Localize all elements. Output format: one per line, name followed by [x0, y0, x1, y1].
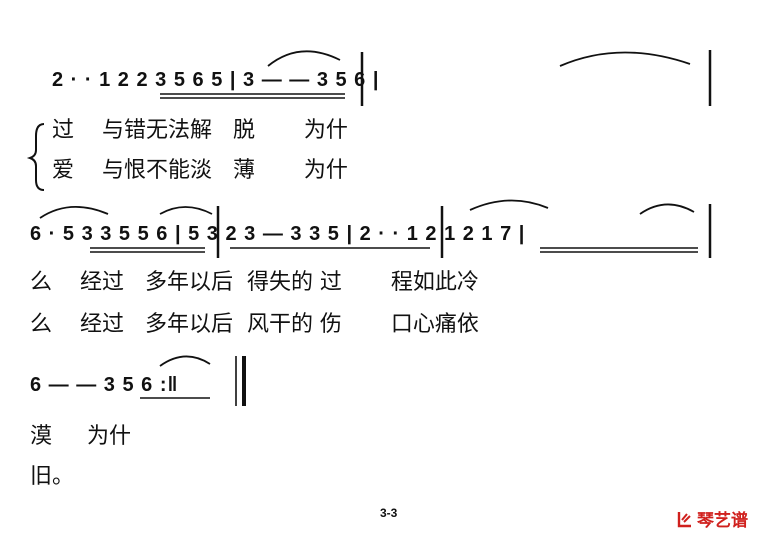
slur-3: [39, 205, 109, 219]
lyric-line-1b: 爱 与恨不能淡 薄 为什: [52, 158, 348, 183]
verse-brace: [26, 123, 45, 191]
notation-line-2: 6 · 5 3 3 5 5 6 | 5 3 2 3 — 3 3 5 | 2 · …: [30, 223, 526, 245]
brand-logo: 琴艺谱: [676, 506, 748, 531]
notation-line-3: 6 — — 3 5 6 :‖: [30, 374, 179, 396]
lyric-line-3a: 漠 为什: [30, 424, 131, 449]
lyric-line-2b: 么 经过 多年以后 风干的 伤 口心痛依: [30, 312, 479, 337]
page-number: 3-3: [380, 506, 398, 520]
lyric-line-2a: 么 经过 多年以后 得失的 过 程如此冷: [30, 270, 479, 295]
slur-2: [559, 51, 691, 67]
logo-icon: [677, 511, 691, 527]
slur-5: [469, 199, 549, 211]
beam-2: [90, 247, 205, 253]
beam-1: [160, 93, 345, 99]
lyric-line-1a: 过 与错无法解 脱 为什: [52, 118, 348, 143]
slur-4: [159, 206, 213, 215]
slur-6: [639, 203, 695, 215]
lyric-line-3b: 旧。: [30, 464, 75, 489]
slur-7: [159, 355, 211, 367]
beam-4: [540, 247, 698, 253]
brand-text: 琴艺谱: [697, 511, 748, 531]
notation-line-1: 2 · · 1 2 2 3 5 6 5 | 3 — — 3 5 6 |: [52, 69, 380, 91]
slur-1: [267, 50, 341, 67]
